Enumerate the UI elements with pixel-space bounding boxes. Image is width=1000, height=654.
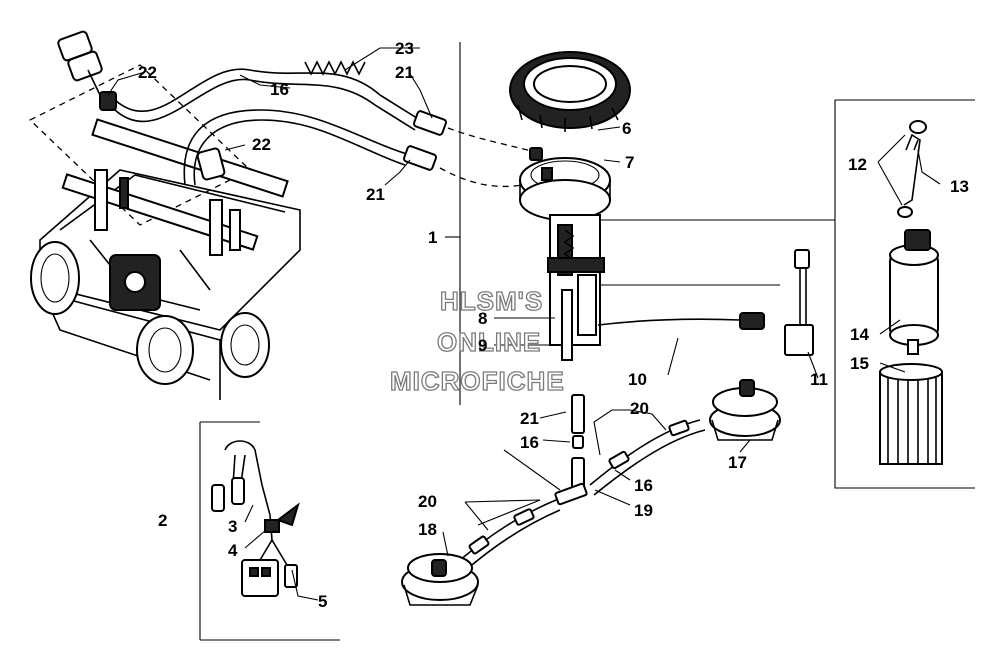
leader-lines	[107, 47, 941, 601]
fuel-line-assembly	[401, 379, 781, 606]
callout-22-top: 22	[138, 63, 157, 82]
callout-3: 3	[228, 517, 237, 536]
callout-20-left: 20	[418, 492, 437, 511]
callout-20-right: 20	[630, 399, 649, 418]
harness-connector	[784, 249, 814, 356]
watermark-line-2: ONLINE	[437, 327, 541, 357]
fuel-pump-module	[519, 147, 765, 361]
callout-8: 8	[478, 309, 487, 328]
microfiche-watermark: HLSM'S ONLINE MICROFICHE	[389, 285, 565, 396]
callout-labels: 23 21 22 16 22 21 6 7 1 8 9 10 11 12 13 …	[138, 39, 969, 611]
callout-17: 17	[728, 453, 747, 472]
callout-1: 1	[428, 228, 437, 247]
callout-2: 2	[158, 511, 167, 530]
vent-hose-assembly	[57, 30, 546, 188]
callout-6-top: 6	[622, 119, 631, 138]
callout-11: 11	[810, 370, 828, 389]
pump-filter-assembly	[879, 120, 943, 465]
callout-16-top: 16	[270, 80, 289, 99]
callout-12: 12	[848, 155, 867, 174]
callout-14: 14	[850, 325, 869, 344]
callout-16-mid: 16	[520, 433, 539, 452]
callout-9: 9	[478, 336, 487, 355]
callout-4: 4	[228, 541, 238, 560]
callout-21-lower: 21	[366, 185, 385, 204]
callout-7: 7	[625, 153, 634, 172]
sensor-harness	[211, 440, 300, 597]
lock-ring	[509, 51, 631, 132]
engine-carburetor-assembly	[28, 64, 301, 400]
callout-5: 5	[318, 592, 327, 611]
callout-22-lower: 22	[252, 135, 271, 154]
callout-19: 19	[634, 501, 653, 520]
watermark-line-3: MICROFICHE	[390, 366, 565, 396]
callout-15: 15	[850, 354, 869, 373]
callout-13: 13	[950, 177, 969, 196]
callout-21-top: 21	[395, 63, 414, 82]
watermark-line-1: HLSM'S	[440, 286, 543, 316]
group-brackets	[199, 42, 975, 641]
callout-18: 18	[418, 520, 437, 539]
callout-23: 23	[395, 39, 414, 58]
callout-10: 10	[628, 370, 647, 389]
callout-21-bottom: 21	[520, 409, 539, 428]
callout-16-bottom: 16	[634, 476, 653, 495]
